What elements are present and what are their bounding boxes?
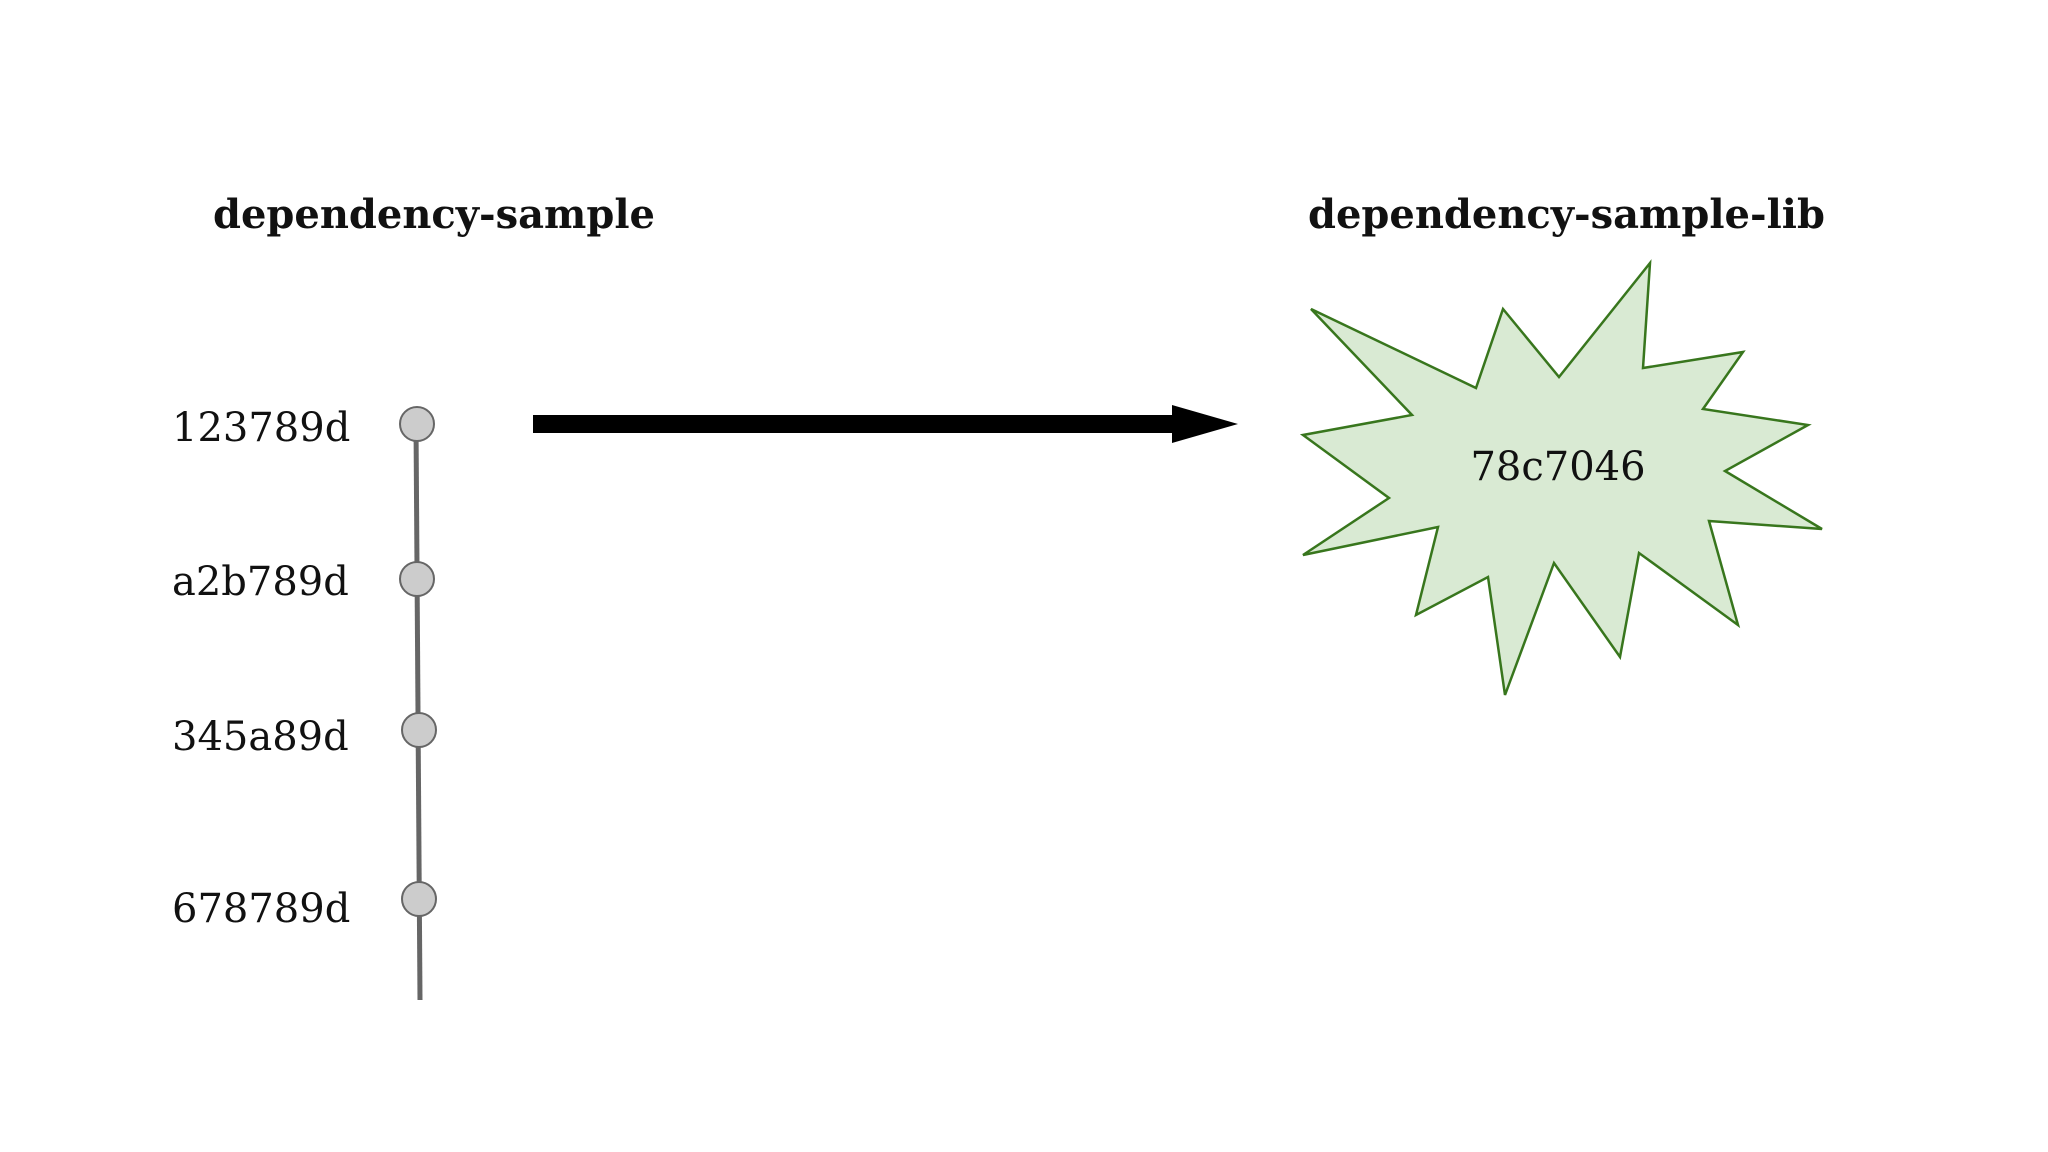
commit-node bbox=[401, 712, 437, 748]
burst-commit-label: 78c7046 bbox=[1470, 444, 1645, 490]
commit-item: 678789d bbox=[172, 881, 437, 932]
commit-hash-label: a2b789d bbox=[172, 559, 349, 605]
left-repo-title: dependency-sample bbox=[213, 191, 655, 238]
dependency-arrow bbox=[533, 405, 1238, 443]
commit-node bbox=[399, 561, 435, 597]
commit-hash-label: 345a89d bbox=[172, 714, 349, 760]
burst-shape bbox=[1299, 259, 1823, 696]
commit-hash-label: 123789d bbox=[172, 405, 350, 451]
commit-node bbox=[399, 406, 435, 442]
commit-item: 345a89d bbox=[172, 712, 437, 760]
commit-list: 123789d a2b789d 345a89d 678789d bbox=[172, 405, 437, 932]
commit-node bbox=[401, 881, 437, 917]
commit-item: 123789d bbox=[172, 405, 435, 451]
right-repo-title: dependency-sample-lib bbox=[1308, 191, 1825, 238]
commit-hash-label: 678789d bbox=[172, 886, 350, 932]
commit-item: a2b789d bbox=[172, 559, 435, 605]
